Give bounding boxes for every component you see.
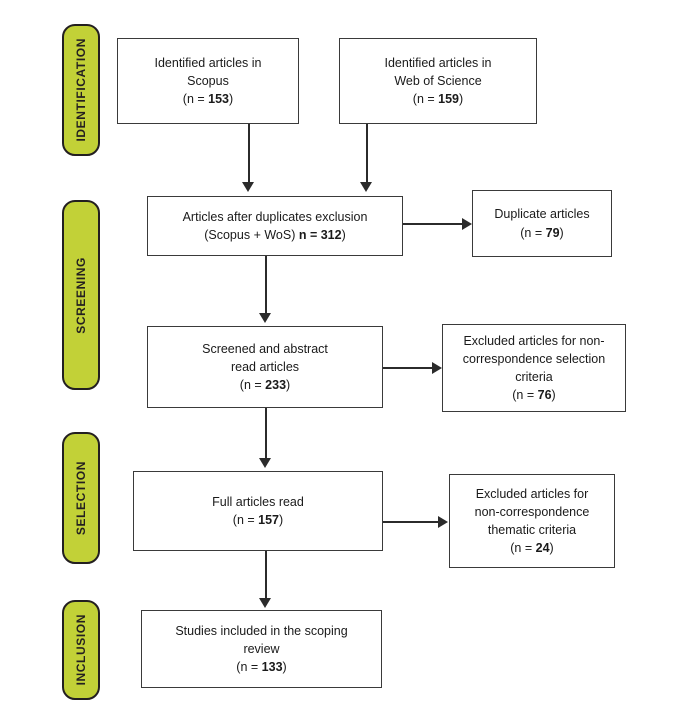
box-included-studies-line-1: Studies included in the scoping	[175, 623, 348, 638]
box-duplicate-articles-count-prefix: (n =	[520, 225, 546, 240]
box-screened-abstract-read-line-2: read articles	[230, 359, 300, 374]
box-full-articles-read-count-value: 157	[258, 513, 280, 527]
box-duplicate-articles-line-1: Duplicate articles	[494, 207, 590, 222]
arrowhead-wos-to-after-duplicates	[360, 182, 372, 192]
box-web-of-science-line-2: Web of Science	[394, 73, 482, 88]
stage-pill-selection: SELECTION	[62, 432, 100, 564]
box-excluded-selection-criteria-text: Excluded articles for non- correspondenc…	[463, 332, 605, 405]
box-excluded-thematic-criteria-text: Excluded articles for non-correspondence…	[475, 485, 590, 558]
box-excluded-thematic-criteria: Excluded articles for non-correspondence…	[449, 474, 615, 568]
box-web-of-science-count-suffix: )	[459, 92, 464, 107]
box-excluded-selection-criteria-line-3: criteria	[515, 370, 553, 384]
arrowhead-screened-to-excluded-selection	[432, 362, 442, 374]
box-included-studies-count-suffix: )	[282, 660, 287, 675]
box-included-studies-line-2: review	[243, 641, 280, 656]
box-included-studies-text: Studies included in the scoping review (…	[175, 622, 347, 676]
box-included-studies: Studies included in the scoping review (…	[141, 610, 382, 688]
box-web-of-science-count-value: 159	[438, 92, 460, 107]
box-screened-abstract-read-count-prefix: (n =	[239, 378, 266, 393]
connector-full-articles-to-excluded-thematic	[383, 521, 439, 523]
box-web-of-science-count: (n = 159)	[384, 90, 491, 108]
box-excluded-thematic-criteria-count: (n = 24)	[475, 539, 590, 557]
box-full-articles-read-line-1: Full articles read	[212, 494, 304, 509]
box-web-of-science-text: Identified articles in Web of Science (n…	[384, 54, 491, 108]
box-excluded-thematic-criteria-count-value: 24	[535, 541, 550, 556]
arrowhead-full-articles-to-included-studies	[259, 598, 271, 608]
box-duplicate-articles-count-suffix: )	[559, 225, 564, 240]
box-excluded-selection-criteria-count-value: 76	[537, 388, 552, 403]
box-screened-abstract-read-text: Screened and abstract read articles (n =…	[202, 340, 328, 394]
box-after-duplicates-line-1: Articles after duplicates exclusion	[182, 209, 368, 224]
stage-pill-inclusion: INCLUSION	[62, 600, 100, 700]
box-excluded-selection-criteria-count-suffix: )	[551, 388, 556, 403]
box-scopus-line-2: Scopus	[187, 73, 229, 88]
connector-screened-to-excluded-selection	[383, 367, 433, 369]
box-screened-abstract-read-count-value: 233	[265, 378, 287, 393]
connector-after-duplicates-to-screened	[265, 256, 267, 318]
box-screened-abstract-read-line-1: Screened and abstract	[202, 341, 328, 356]
box-full-articles-read-count-suffix: )	[279, 513, 284, 527]
arrowhead-after-duplicates-to-screened	[259, 313, 271, 323]
box-excluded-thematic-criteria-line-1: Excluded articles for	[475, 486, 589, 501]
box-duplicate-articles-count: (n = 79)	[494, 224, 589, 242]
box-scopus-line-1: Identified articles in	[154, 55, 262, 70]
box-after-duplicates-text: Articles after duplicates exclusion (Sco…	[183, 208, 368, 244]
box-excluded-thematic-criteria-line-2: non-correspondence	[474, 504, 590, 519]
box-excluded-thematic-criteria-count-suffix: )	[549, 541, 554, 556]
box-after-duplicates-count: (Scopus + WoS) n = 312)	[183, 226, 368, 244]
box-scopus-count-prefix: (n =	[182, 92, 209, 107]
box-scopus-text: Identified articles in Scopus (n = 153)	[154, 54, 261, 108]
box-web-of-science-line-1: Identified articles in	[384, 55, 492, 70]
stage-label-screening: SCREENING	[74, 256, 88, 334]
box-duplicate-articles-count-value: 79	[545, 225, 560, 240]
box-web-of-science: Identified articles in Web of Science (n…	[339, 38, 537, 124]
box-scopus-count: (n = 153)	[154, 90, 261, 108]
stage-label-inclusion: INCLUSION	[74, 614, 88, 686]
box-duplicate-articles-text: Duplicate articles (n = 79)	[494, 205, 589, 241]
arrowhead-full-articles-to-excluded-thematic	[438, 516, 448, 528]
box-duplicate-articles: Duplicate articles (n = 79)	[472, 190, 612, 257]
box-full-articles-read-count-prefix: (n =	[232, 513, 259, 527]
box-after-duplicates-count-suffix: )	[341, 228, 346, 242]
connector-full-articles-to-included-studies	[265, 551, 267, 603]
stage-pill-screening: SCREENING	[62, 200, 100, 390]
stage-label-selection: SELECTION	[74, 460, 88, 536]
box-excluded-thematic-criteria-count-prefix: (n =	[510, 541, 536, 556]
box-included-studies-count-prefix: (n =	[236, 660, 262, 675]
arrowhead-after-duplicates-to-duplicate-articles	[462, 218, 472, 230]
box-screened-abstract-read-count-suffix: )	[286, 378, 291, 393]
box-after-duplicates: Articles after duplicates exclusion (Sco…	[147, 196, 403, 256]
box-excluded-selection-criteria-count: (n = 76)	[463, 386, 605, 404]
box-excluded-selection-criteria-line-1: Excluded articles for non-	[463, 333, 605, 348]
box-scopus-count-suffix: )	[229, 92, 234, 107]
box-full-articles-read-count: (n = 157)	[212, 511, 304, 529]
box-excluded-selection-criteria-count-prefix: (n =	[512, 388, 538, 403]
box-excluded-selection-criteria-line-2: correspondence selection	[462, 351, 606, 366]
stage-label-identification: IDENTIFICATION	[74, 38, 88, 142]
stage-pill-identification: IDENTIFICATION	[62, 24, 100, 156]
box-web-of-science-count-prefix: (n =	[412, 92, 439, 107]
box-scopus: Identified articles in Scopus (n = 153)	[117, 38, 299, 124]
connector-wos-to-after-duplicates	[366, 124, 368, 186]
box-scopus-count-value: 153	[208, 92, 230, 107]
arrowhead-screened-to-full-articles	[259, 458, 271, 468]
box-screened-abstract-read-count: (n = 233)	[202, 376, 328, 394]
connector-scopus-to-after-duplicates	[248, 124, 250, 186]
box-included-studies-count-value: 133	[261, 660, 283, 675]
box-excluded-thematic-criteria-line-3: thematic criteria	[487, 523, 577, 537]
box-screened-abstract-read: Screened and abstract read articles (n =…	[147, 326, 383, 408]
box-excluded-selection-criteria: Excluded articles for non- correspondenc…	[442, 324, 626, 412]
connector-screened-to-full-articles	[265, 408, 267, 463]
box-after-duplicates-count-prefix: (Scopus + WoS)	[204, 228, 299, 242]
connector-after-duplicates-to-duplicate-articles	[403, 223, 463, 225]
box-full-articles-read-text: Full articles read (n = 157)	[212, 493, 304, 529]
arrowhead-scopus-to-after-duplicates	[242, 182, 254, 192]
box-full-articles-read: Full articles read (n = 157)	[133, 471, 383, 551]
box-included-studies-count: (n = 133)	[175, 658, 347, 676]
box-after-duplicates-count-value: n = 312	[298, 228, 342, 242]
